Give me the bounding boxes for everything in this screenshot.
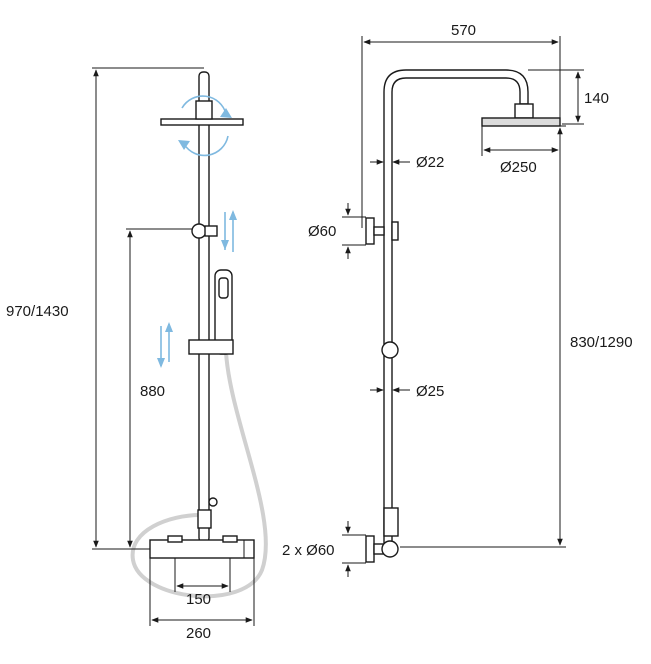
side-head-joint xyxy=(514,103,534,119)
side-upper-bracket-plate xyxy=(365,217,375,245)
side-upper-clamp xyxy=(391,221,399,241)
rotation-arrow-icon xyxy=(178,95,232,157)
dim-arm-reach-label: 570 xyxy=(451,22,476,39)
dim-bottom-brackets xyxy=(342,521,366,577)
hand-shower-face xyxy=(218,277,229,299)
dim-mixer-width-label: 260 xyxy=(186,625,211,642)
thermostatic-mixer xyxy=(149,539,255,559)
dim-head-drop xyxy=(528,69,584,125)
side-upper-bracket-arm xyxy=(373,226,385,236)
side-slider-ball xyxy=(381,341,399,359)
hand-shower-holder xyxy=(188,339,234,355)
front-upper-bracket xyxy=(191,223,207,239)
front-diverter-knob xyxy=(208,497,218,507)
slide-arrows-upper-icon xyxy=(221,210,237,252)
side-riser-and-arm xyxy=(383,69,529,545)
dim-head-diameter xyxy=(481,126,559,156)
dim-bottom-brackets-label: 2 x Ø60 xyxy=(282,542,335,559)
side-mixer-body xyxy=(381,540,399,558)
side-shower-head xyxy=(481,117,561,127)
dim-slider-height xyxy=(126,228,192,548)
dim-side-height xyxy=(400,125,566,548)
hose xyxy=(130,351,268,599)
dim-arm-reach xyxy=(361,36,561,228)
mixer-inlet-right xyxy=(222,535,238,543)
slide-arrows-lower-icon xyxy=(157,322,173,368)
mixer-inlet-left xyxy=(167,535,183,543)
side-diverter xyxy=(383,507,399,537)
front-diverter xyxy=(197,509,212,529)
side-view: 570 140 Ø22 Ø250 Ø60 xyxy=(282,22,633,577)
dim-mixer-centres xyxy=(174,558,231,592)
front-head-joint xyxy=(195,100,213,120)
dim-slider-height-label: 880 xyxy=(140,383,165,400)
front-upper-bracket-clamp xyxy=(204,225,218,237)
dim-side-height-label: 830/1290 xyxy=(570,334,633,351)
dim-mixer-centres-label: 150 xyxy=(186,591,211,608)
dim-head-diameter-label: Ø250 xyxy=(500,159,537,176)
front-riser-pipe xyxy=(198,71,210,543)
dim-upper-bracket-label: Ø60 xyxy=(308,223,336,240)
dim-pipe-lower-label: Ø25 xyxy=(416,383,444,400)
dim-upper-bracket xyxy=(342,203,366,259)
dim-head-drop-label: 140 xyxy=(584,90,609,107)
front-view: 970/1430 880 150 260 xyxy=(6,67,268,642)
side-lower-bracket-plate xyxy=(365,535,375,563)
dim-mixer-width xyxy=(149,558,255,626)
dim-total-height-label: 970/1430 xyxy=(6,303,69,320)
dim-pipe-upper-label: Ø22 xyxy=(416,154,444,171)
dim-total-height xyxy=(92,67,204,550)
front-shower-head xyxy=(160,118,244,126)
